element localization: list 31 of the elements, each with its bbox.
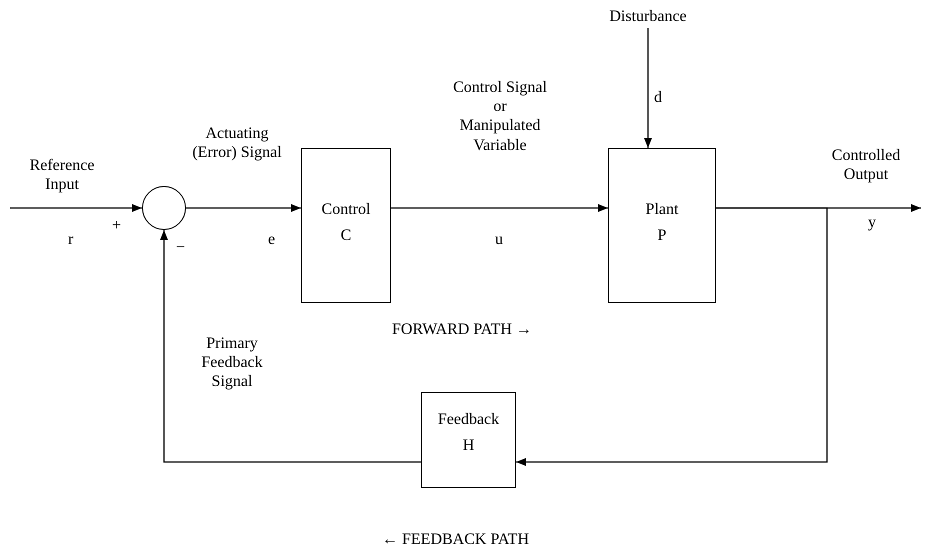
edge-label: Primary Feedback Signal [200, 334, 264, 392]
edge-label: Reference Input [28, 156, 96, 194]
arrow [516, 207, 828, 466]
signal-symbol: e [268, 230, 276, 250]
block-title: Feedback [438, 411, 500, 429]
arrow [10, 204, 142, 212]
block-symbol: C [340, 227, 352, 245]
arrow [186, 204, 301, 212]
block-symbol: P [658, 227, 666, 245]
arrow [644, 28, 652, 148]
signal-symbol: d [654, 88, 662, 108]
edge-label: Control Signal or Manipulated Variable [452, 78, 548, 155]
signal-symbol: r [68, 230, 74, 250]
path-label: FORWARD PATH → [392, 320, 532, 340]
arrow [160, 230, 421, 463]
arrow [391, 204, 608, 212]
edge-label: Actuating (Error) Signal [192, 124, 282, 162]
summing-junction [142, 186, 186, 230]
path-label: ← FEEDBACK PATH [382, 530, 529, 550]
input-label: Disturbance [596, 6, 700, 28]
block-title: Plant [646, 201, 678, 219]
block-symbol: H [462, 437, 474, 455]
sign-label: + [112, 216, 122, 236]
signal-symbol: y [868, 213, 876, 232]
block-box [421, 392, 516, 488]
block-title: Control [322, 201, 370, 219]
sign-label: − [176, 238, 186, 258]
block-box [301, 148, 391, 303]
signal-symbol: u [495, 230, 503, 250]
edge-label: Controlled Output [830, 146, 902, 184]
block-box [608, 148, 716, 303]
